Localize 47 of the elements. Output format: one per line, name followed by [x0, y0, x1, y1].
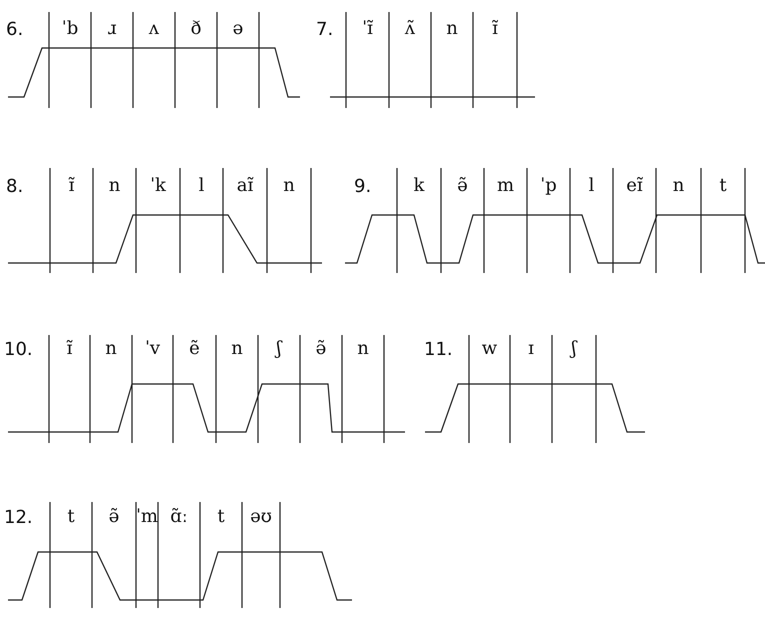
- phonetic-symbol: ə̃: [108, 506, 120, 528]
- phonetic-symbol: l: [198, 175, 206, 197]
- phonetic-symbol: t: [216, 506, 226, 528]
- phonetic-symbol: k: [412, 175, 426, 197]
- example-number: 11.: [424, 340, 453, 360]
- phonetic-symbol: m: [496, 175, 516, 197]
- phonetic-symbol: ð: [190, 18, 202, 40]
- phonetic-symbol: l: [588, 175, 596, 197]
- example-number: 8.: [6, 177, 24, 197]
- phonetic-symbol: ɑ̃ː: [169, 506, 189, 528]
- phonetic-symbol: n: [230, 338, 244, 360]
- phonetic-symbol: ʌ: [148, 18, 160, 40]
- phonetic-symbol: ɪ: [527, 338, 535, 360]
- phonetic-symbol: əʊ: [249, 506, 273, 528]
- phonetic-symbol: ˈɪ̃: [361, 18, 374, 40]
- phonetic-symbol: ʃ: [274, 338, 284, 360]
- phonetic-symbol: ˈk: [149, 175, 167, 197]
- phonetic-symbol: n: [445, 18, 459, 40]
- phonetic-symbol: ʌ̃: [404, 18, 416, 40]
- phonetic-symbol: n: [356, 338, 370, 360]
- phonetic-symbol: ɪ̃: [66, 338, 74, 360]
- phonetic-symbol: ʃ: [568, 338, 578, 360]
- phonetic-symbol: w: [480, 338, 498, 360]
- phonetic-symbol: t: [66, 506, 76, 528]
- phonetic-symbol: ɹ: [106, 18, 118, 40]
- phonetic-symbol: eɪ̃: [625, 175, 644, 197]
- phonetic-symbol: n: [108, 175, 122, 197]
- phonetic-symbol: ˈv: [144, 338, 162, 360]
- phonetic-symbol: n: [672, 175, 686, 197]
- phonetic-symbol: ˈb: [60, 18, 80, 40]
- phonetic-symbol: n: [282, 175, 296, 197]
- example-number: 9.: [354, 177, 372, 197]
- phonetic-symbol: ə̃: [314, 338, 328, 360]
- phonetic-symbol: ɪ̃: [491, 18, 499, 40]
- phonetic-symbol: aɪ̃: [236, 175, 254, 197]
- phonetic-symbol: ˈp: [539, 175, 558, 197]
- phonetic-symbol: n: [104, 338, 118, 360]
- phonetic-symbol: ə: [232, 18, 244, 40]
- phonetic-symbol: t: [718, 175, 728, 197]
- example-number: 7.: [316, 20, 334, 40]
- example-number: 10.: [4, 340, 33, 360]
- phonetic-symbol: ẽ: [188, 338, 201, 360]
- example-number: 6.: [6, 20, 24, 40]
- example-number: 12.: [4, 508, 33, 528]
- phonetic-symbol: ə̃: [456, 175, 469, 197]
- phonetic-symbol: ˈm: [134, 506, 160, 528]
- phonetic-symbol: ɪ̃: [68, 175, 76, 197]
